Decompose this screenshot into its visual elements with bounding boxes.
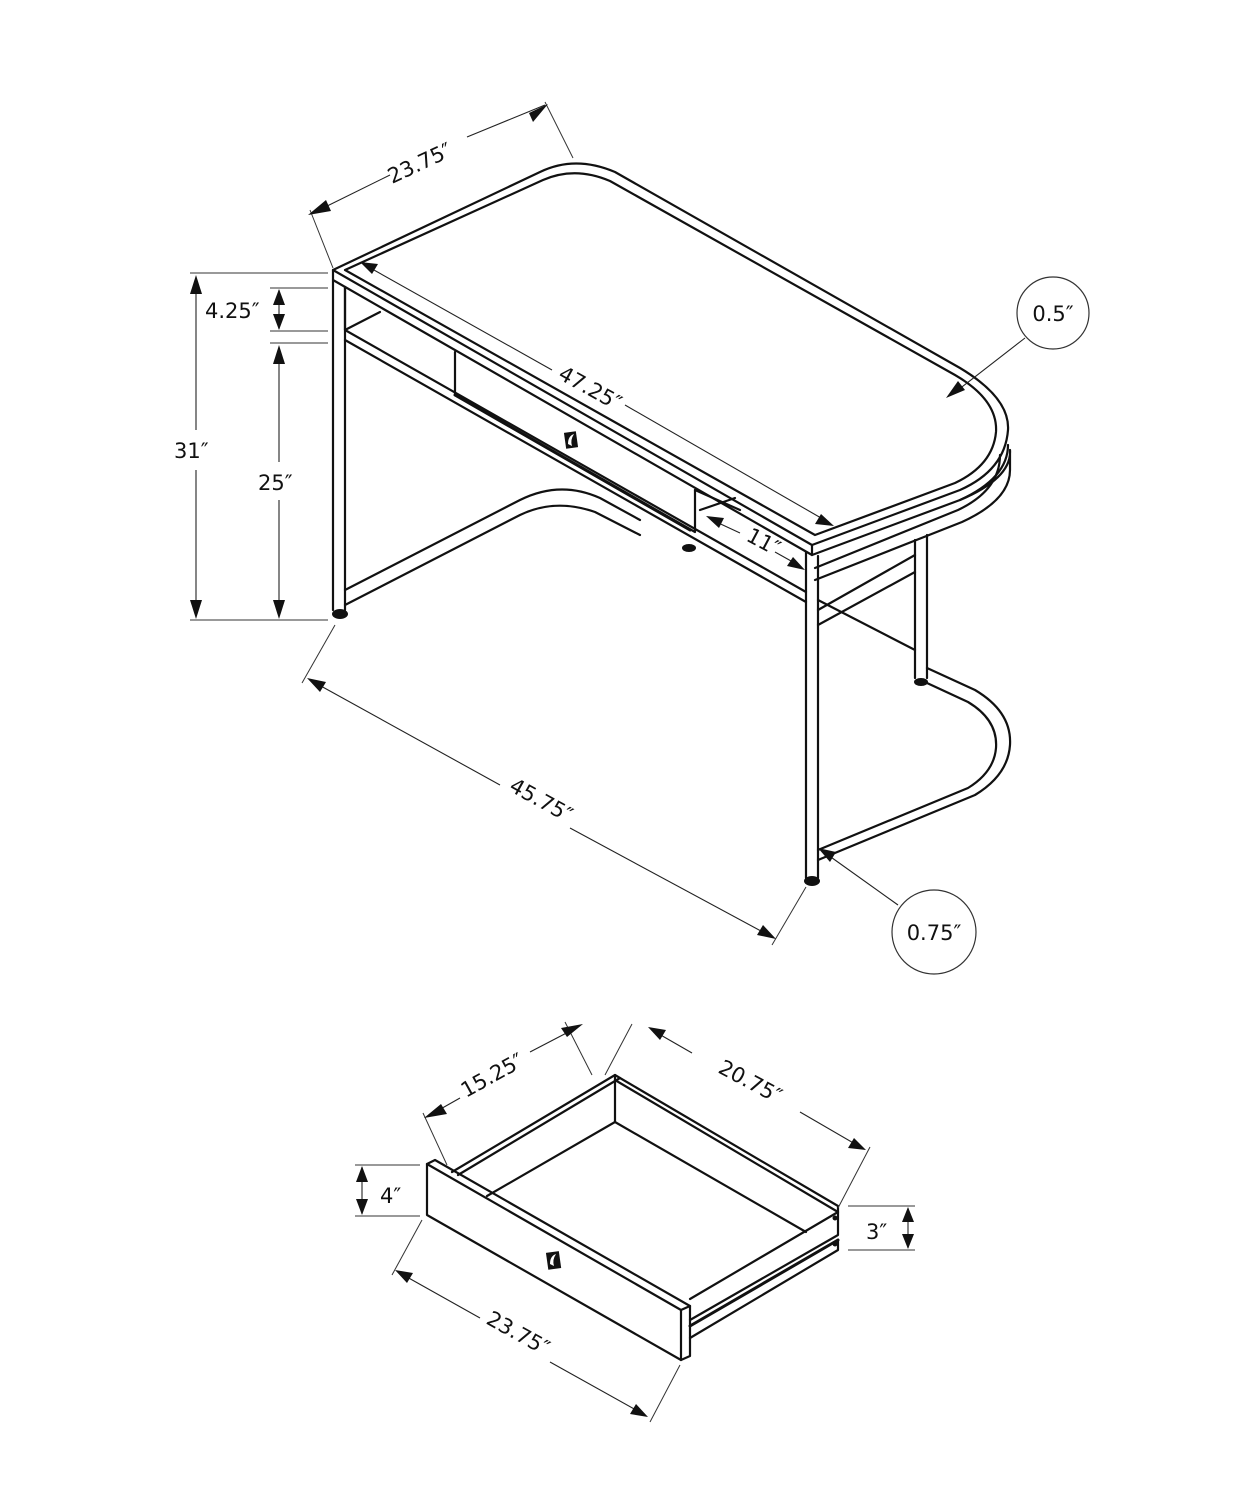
label-drawer-depth: 20.75″ [715,1055,786,1108]
label-drawer-side-height: 3″ [866,1220,887,1244]
right-front-foot [804,876,820,886]
dim-total-height: 31″ [174,272,328,621]
label-drawer-front-width: 23.75″ [483,1306,554,1360]
desk-drawing [331,162,1012,886]
callout-top-thickness: 0.5″ [946,276,1090,398]
dim-top-width: 47.25″ [360,262,834,526]
dim-drawer-front-width: 23.75″ [391,1219,681,1423]
dim-base-width: 45.75″ [301,624,807,946]
label-total-height: 31″ [174,439,209,463]
label-top-thickness: 0.5″ [1032,302,1073,326]
label-leg-clearance: 25″ [258,471,293,495]
right-front-leg [804,550,820,880]
dim-drawer-width: 15.25″ [422,1021,593,1166]
label-leg-thickness: 0.75″ [907,921,962,945]
dim-drawer-front-height: 4″ [355,1164,420,1217]
drawer-drawing [425,1073,840,1362]
left-front-foot [332,609,348,619]
label-top-depth: 23.75″ [384,138,456,189]
dim-drawer-depth: 20.75″ [604,1023,871,1209]
label-drawer-front-height: 4″ [380,1184,401,1208]
label-base-width: 45.75″ [506,773,577,827]
label-inner-depth: 11″ [743,523,785,560]
callout-leg-thickness: 0.75″ [818,848,977,975]
dim-drawer-side-height: 3″ [848,1205,915,1251]
desktop-outline [331,162,1010,547]
label-drawer-width: 15.25″ [457,1048,528,1102]
dim-leg-clearance: 25″ [258,342,328,619]
drawer-front-handle-icon [545,1251,562,1270]
desktop-inner-outline [343,172,998,537]
left-front-leg [331,278,347,612]
dim-apron-height: 4.25″ [205,287,328,332]
label-apron-height: 4.25″ [205,299,260,323]
